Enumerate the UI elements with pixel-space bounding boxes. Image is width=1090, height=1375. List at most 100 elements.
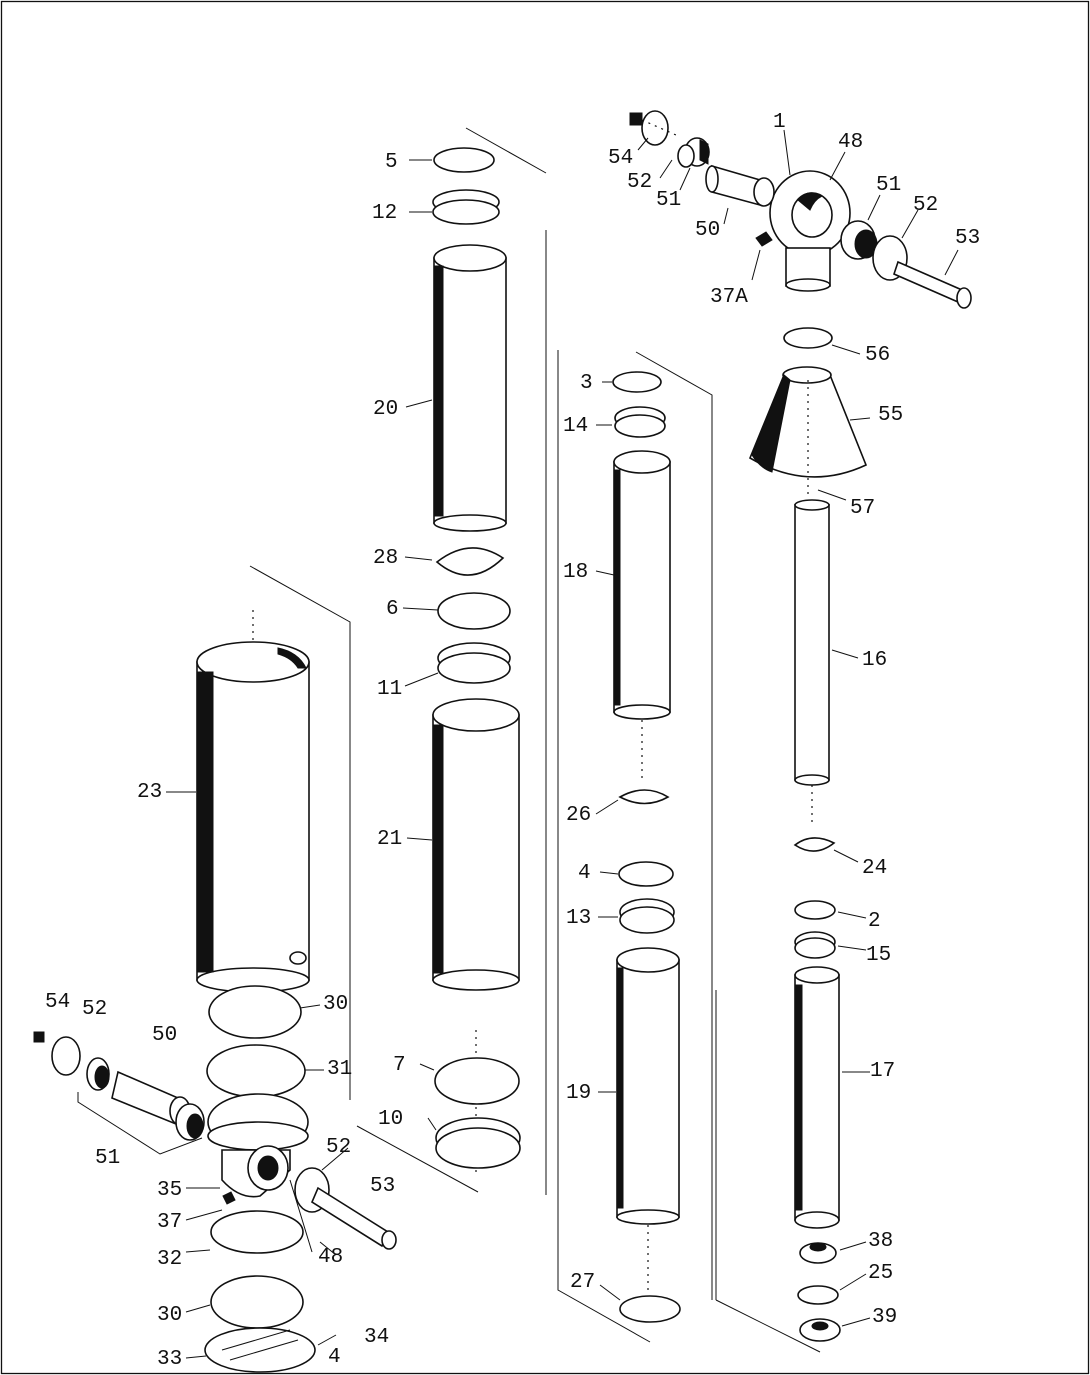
part-51-bushings-lower (77, 1057, 205, 1155)
part-33-plate (204, 1327, 316, 1373)
callout-54-upper: 54 (608, 147, 633, 170)
callout-33: 33 (157, 1348, 182, 1371)
callout-51-lower: 51 (95, 1147, 120, 1170)
callout-7: 7 (393, 1054, 406, 1077)
callout-3: 3 (580, 372, 593, 395)
part-56-ring (783, 327, 833, 349)
part-37A-grease-fitting (755, 231, 773, 247)
callout-48-lower: 48 (318, 1246, 343, 1269)
callout-18: 18 (563, 561, 588, 584)
part-23-outer-tube (196, 610, 310, 993)
callout-56: 56 (865, 344, 890, 367)
part-26-ring (618, 789, 670, 805)
part-25-ring (797, 1285, 839, 1305)
callout-39: 39 (872, 1306, 897, 1329)
bracket-line-right (635, 351, 713, 1300)
callout-52-upper-left: 52 (627, 171, 652, 194)
part-1-rod-eye (769, 170, 851, 292)
part-6-ring (437, 592, 511, 630)
part-17-inner-tube (794, 966, 840, 1229)
stage-1-assembly (33, 565, 397, 1373)
part-18-tube (613, 450, 671, 780)
part-21-tube (432, 698, 520, 1175)
callout-2: 2 (868, 910, 881, 933)
part-35-base (207, 1093, 309, 1198)
callout-30-upper: 30 (323, 993, 348, 1016)
bracket-line-left-3 (249, 565, 351, 1100)
part-15-nut (794, 931, 836, 959)
part-37-grease-fitting (222, 1191, 236, 1205)
callout-35: 35 (157, 1179, 182, 1202)
callout-12: 12 (372, 202, 397, 225)
part-51-bushing-right (840, 220, 878, 260)
part-20-tube (433, 244, 507, 532)
part-54-bolt-upper (629, 112, 677, 136)
callout-55: 55 (878, 404, 903, 427)
callout-51-upper-right: 51 (876, 174, 901, 197)
callout-1: 1 (773, 111, 786, 134)
part-13-bushing (619, 898, 675, 934)
part-10-bushing (435, 1117, 521, 1169)
callout-16: 16 (862, 649, 887, 672)
callout-21: 21 (377, 828, 402, 851)
part-2-ring (794, 900, 836, 920)
callout-28: 28 (373, 547, 398, 570)
callout-34: 34 (364, 1326, 389, 1349)
callout-11: 11 (377, 678, 402, 701)
callout-23: 23 (137, 781, 162, 804)
bracket-line-left (557, 350, 651, 1343)
part-53-bolt-upper (893, 260, 972, 309)
callout-4-center: 4 (578, 862, 591, 885)
part-52-washer-left (641, 110, 669, 146)
callout-53-lower: 53 (370, 1175, 395, 1198)
part-12-bushing (432, 189, 500, 225)
part-31-ring (206, 1044, 306, 1098)
callout-19: 19 (566, 1082, 591, 1105)
callout-52-lower-right: 52 (326, 1136, 351, 1159)
callout-32: 32 (157, 1248, 182, 1271)
part-50-pin-upper (705, 164, 775, 207)
part-27-ring (619, 1295, 681, 1323)
callout-52-upper-right: 52 (913, 194, 938, 217)
part-24-ring (793, 837, 836, 852)
part-51-bushing-left (677, 137, 710, 168)
callout-38: 38 (868, 1230, 893, 1253)
callout-4-lower: 4 (328, 1346, 341, 1369)
callout-labels: 1 48 54 52 51 50 51 52 53 37A 56 55 5 7 1… (45, 111, 980, 1371)
part-32-ring (210, 1210, 304, 1254)
part-30-ring-lower (210, 1275, 304, 1329)
part-52-washer-lower-left (51, 1036, 81, 1076)
part-39-nut (799, 1318, 841, 1342)
part-38-nut (799, 1242, 837, 1264)
rod-assembly (629, 110, 972, 1353)
part-11-bushing (437, 642, 511, 684)
bracket-line-bottom-2 (356, 1125, 479, 1193)
callout-17: 17 (870, 1060, 895, 1083)
bracket-line (715, 990, 821, 1353)
callout-37A: 37A (710, 286, 748, 309)
callout-10: 10 (378, 1108, 403, 1131)
part-3-ring (612, 371, 662, 393)
callout-13: 13 (566, 907, 591, 930)
callout-48-upper: 48 (838, 131, 863, 154)
bracket-line-right-2 (465, 127, 547, 1195)
callout-27: 27 (570, 1271, 595, 1294)
part-16-piston-rod (794, 499, 830, 825)
callout-50-upper: 50 (695, 219, 720, 242)
part-14-bushing (614, 406, 666, 438)
callout-31: 31 (327, 1058, 352, 1081)
callout-26: 26 (566, 804, 591, 827)
callout-37: 37 (157, 1211, 182, 1234)
part-30-ring-upper (208, 985, 302, 1039)
callout-6: 6 (386, 598, 399, 621)
callout-15: 15 (866, 944, 891, 967)
part-7-ring (434, 1057, 520, 1105)
stage-2-assembly (356, 127, 547, 1195)
callout-24: 24 (862, 857, 887, 880)
part-28-ring (435, 547, 505, 576)
callout-25: 25 (868, 1262, 893, 1285)
stage-3-assembly (557, 350, 713, 1343)
callout-53-upper: 53 (955, 227, 980, 250)
callout-5: 5 (385, 151, 398, 174)
